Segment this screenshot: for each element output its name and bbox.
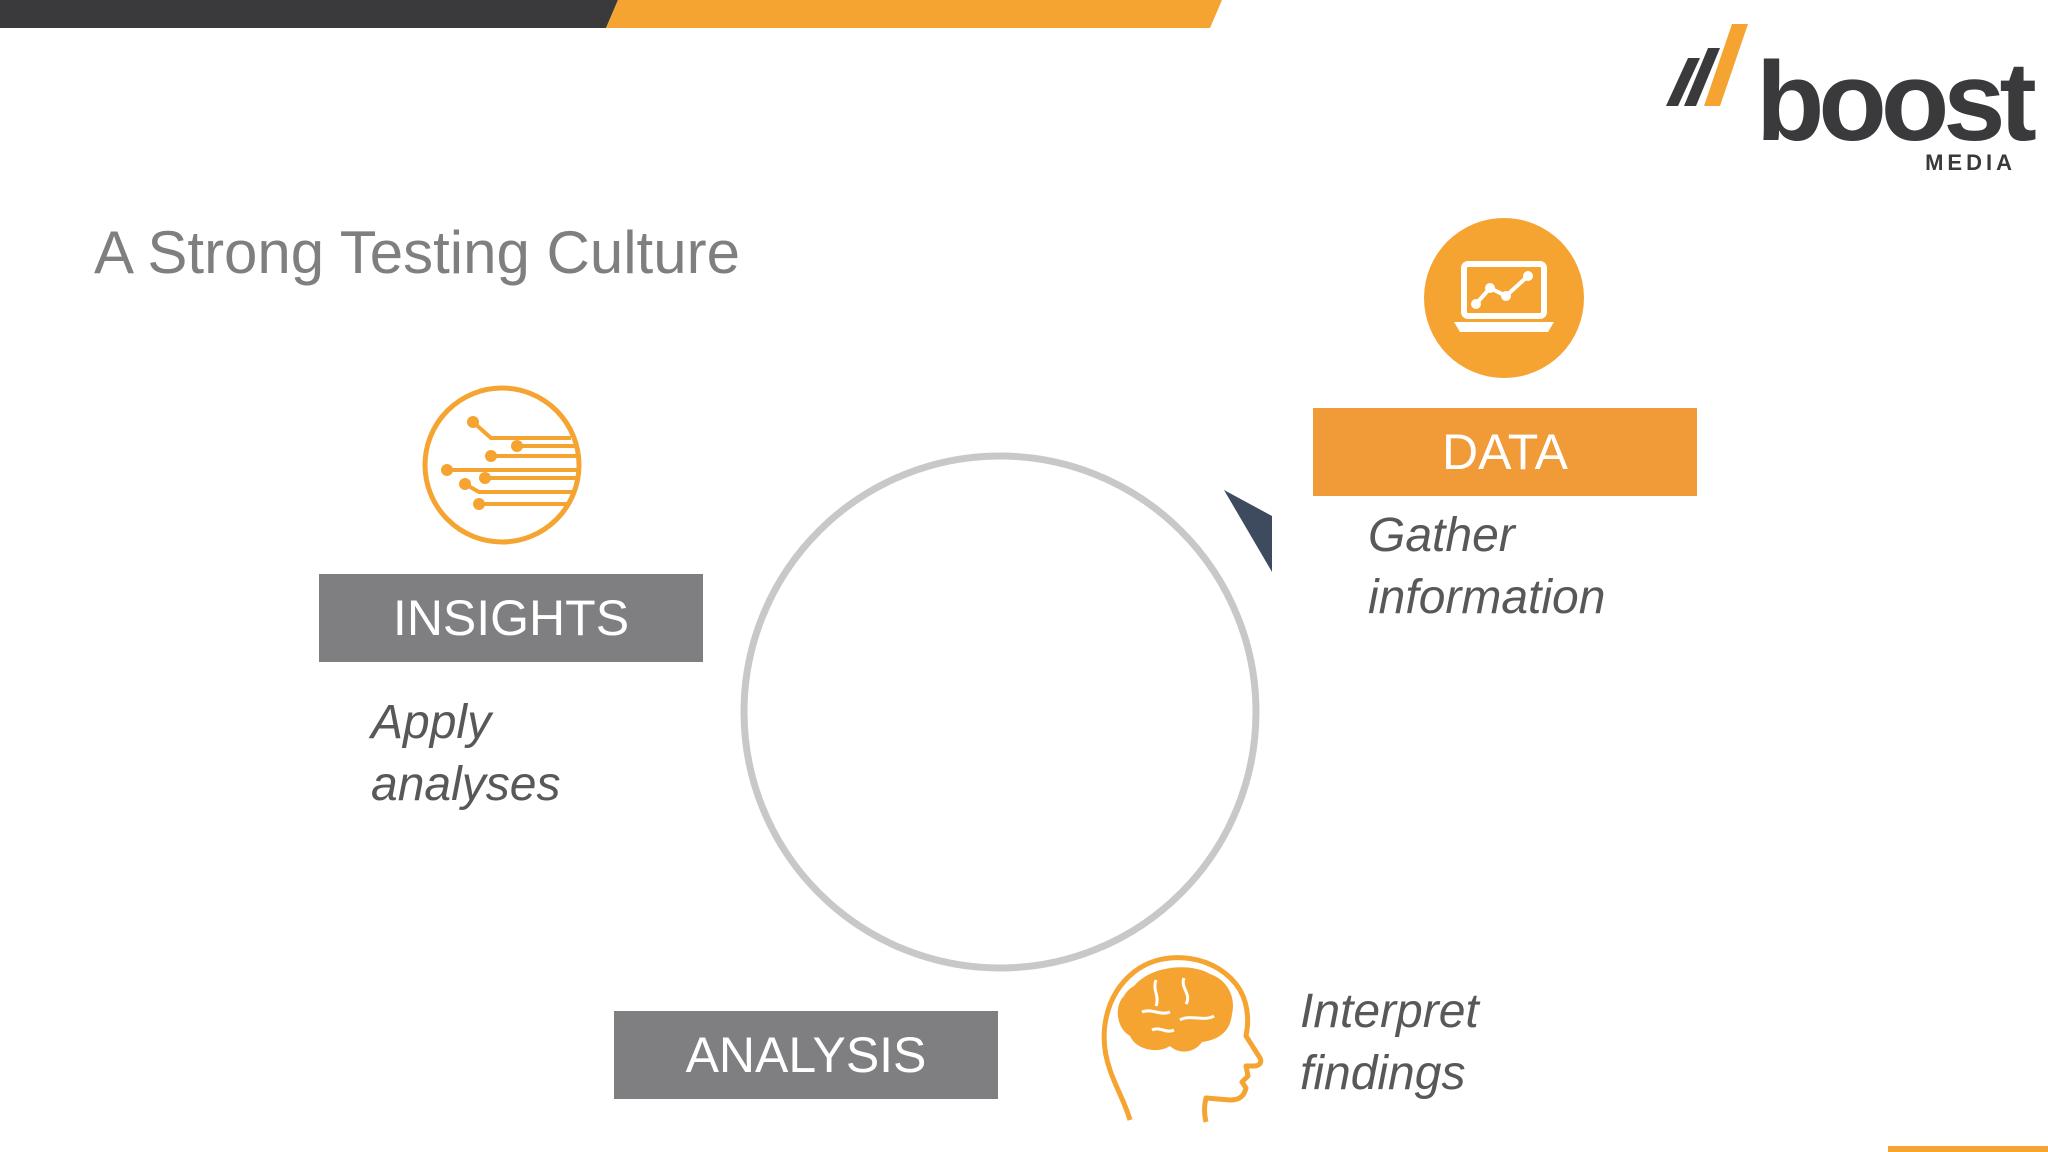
bottom-accent-bar: [1888, 1146, 2048, 1152]
circuit-icon: [422, 385, 582, 545]
desc-analysis: Interpret findings: [1300, 981, 1479, 1105]
logo-wordmark: boost: [1756, 39, 2037, 164]
desc-data-line1: Gather: [1368, 509, 1515, 562]
label-insights: INSIGHTS: [319, 574, 703, 662]
desc-insights: Apply analyses: [371, 692, 560, 816]
cycle-arrow-head: [1224, 490, 1272, 572]
boost-media-logo: boost MEDIA: [1664, 20, 2037, 180]
desc-insights-line2: analyses: [371, 758, 561, 811]
logo-slashes-icon: [1666, 24, 1748, 106]
brain-head-icon: [1101, 955, 1264, 1123]
top-accent-bar: [0, 0, 1222, 28]
cycle-ring: [740, 452, 1260, 972]
desc-data-line2: information: [1368, 571, 1606, 624]
desc-data: Gather information: [1368, 505, 1605, 629]
label-data: DATA: [1313, 408, 1697, 496]
desc-analysis-line2: findings: [1300, 1047, 1466, 1100]
logo-subtext: MEDIA: [1925, 150, 2016, 175]
desc-insights-line1: Apply: [371, 696, 492, 749]
laptop-chart-icon: [1424, 218, 1584, 378]
slide-title: A Strong Testing Culture: [94, 219, 740, 286]
label-analysis: ANALYSIS: [614, 1011, 998, 1099]
desc-analysis-line1: Interpret: [1300, 985, 1479, 1038]
